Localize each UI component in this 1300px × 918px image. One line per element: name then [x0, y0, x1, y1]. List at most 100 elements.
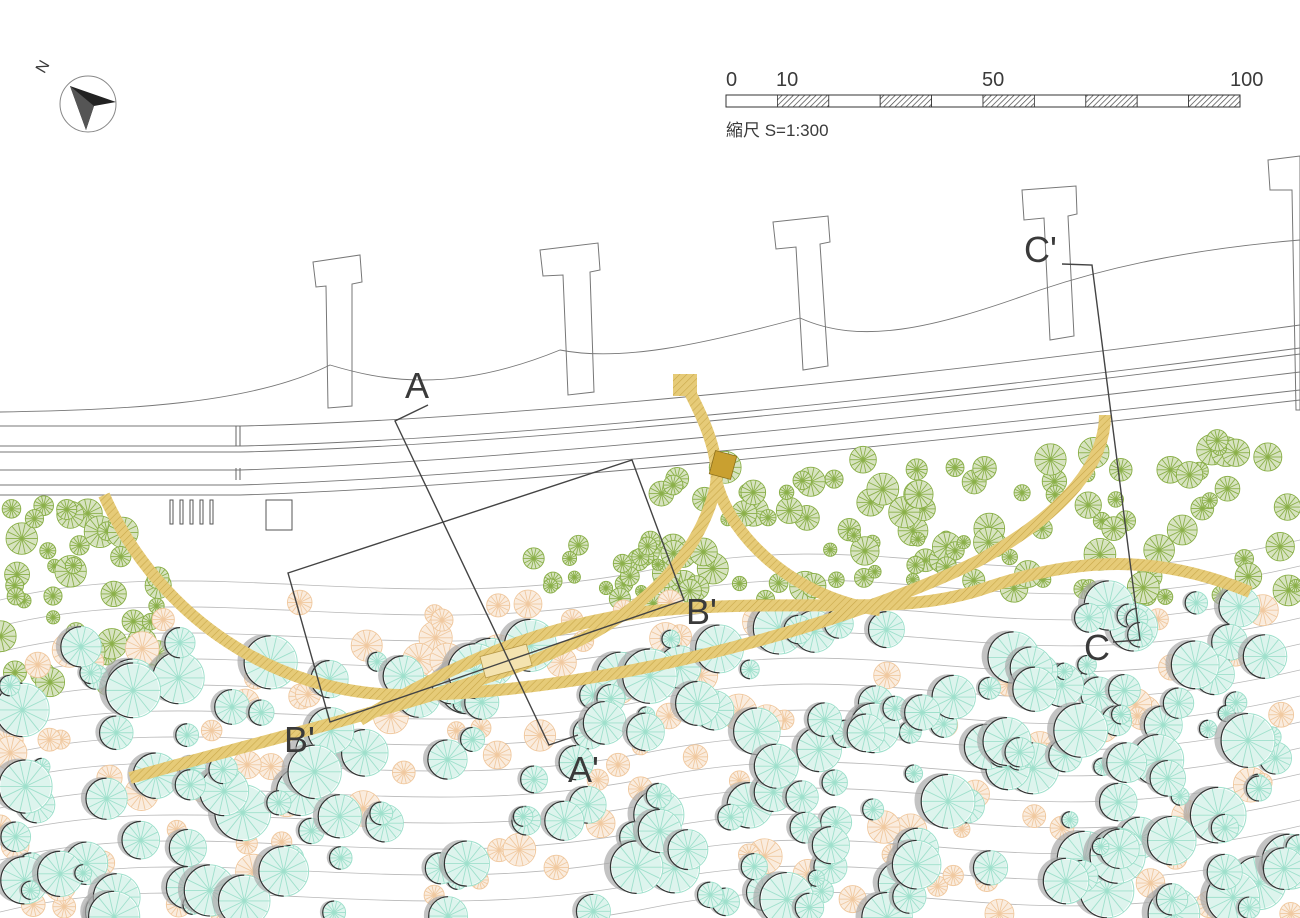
mint-tree [1207, 813, 1240, 843]
mint-tree [55, 625, 102, 668]
mint-tree [1145, 759, 1187, 797]
tan-tree [257, 753, 285, 781]
mint-tree [319, 900, 347, 918]
mint-tree [281, 743, 342, 800]
olive-tree [1013, 484, 1031, 502]
olive-tree [867, 564, 882, 579]
olive-tree [849, 445, 877, 474]
contour-line [0, 617, 1300, 679]
section-b-prime-label-left: B' [284, 719, 315, 760]
olive-tree [1166, 514, 1198, 546]
mint-tree [1094, 782, 1138, 822]
pier-3 [772, 215, 831, 371]
mint-tree [603, 839, 664, 894]
trees [0, 429, 1300, 918]
olive-tree [846, 528, 862, 543]
olive-tree [1273, 493, 1300, 521]
mint-tree [737, 852, 768, 881]
tan-tree [486, 593, 511, 618]
scale-segment [879, 94, 933, 108]
section-c-prime-label: C' [1024, 229, 1057, 270]
olive-tree [567, 570, 581, 584]
mint-tree [511, 806, 534, 827]
tan-tree [606, 752, 631, 777]
olive-tree [759, 509, 777, 527]
tan-tree [1279, 901, 1300, 918]
mint-tree [670, 680, 720, 726]
mint-tree [1152, 882, 1189, 916]
olive-tree [1214, 475, 1241, 502]
piers [312, 155, 1300, 411]
mint-tree [694, 881, 724, 909]
scale-tick-100: 100 [1230, 69, 1263, 91]
tan-tree [942, 864, 964, 887]
section-lines [287, 263, 1141, 746]
olive-tree [121, 609, 146, 634]
mint-tree [1202, 853, 1243, 891]
olive-tree [46, 610, 61, 625]
mint-tree [900, 694, 941, 731]
olive-tree [1, 499, 22, 519]
mint-tree [860, 798, 885, 821]
contour-line [585, 877, 1300, 918]
mint-tree [863, 610, 905, 649]
tan-tree [423, 884, 445, 906]
mint-tree [1075, 654, 1097, 675]
mint-tree [554, 744, 594, 781]
mint-tree [210, 688, 250, 725]
scale-tick-0: 0 [726, 69, 737, 91]
mint-tree [803, 702, 842, 738]
scale-segment [1136, 94, 1189, 108]
mint-tree [1258, 846, 1300, 891]
mint-tree [621, 712, 665, 752]
mint-tree [1141, 815, 1197, 866]
contour-line [0, 591, 1300, 653]
mint-tree [1235, 896, 1261, 918]
bollards [169, 499, 293, 531]
pier-2 [539, 242, 601, 396]
mint-tree [517, 765, 548, 794]
olive-tree [662, 474, 684, 496]
mint-tree [161, 626, 196, 659]
tan-tree [151, 608, 175, 632]
mint-tree [423, 895, 468, 918]
mint-tree [95, 715, 134, 751]
mint-tree [171, 769, 206, 801]
mint-tree [0, 821, 32, 853]
olive-tree [778, 484, 795, 501]
scale-segment [931, 94, 984, 108]
mint-tree [1059, 811, 1079, 829]
mint-tree [727, 706, 781, 756]
mint-tree [1007, 666, 1058, 712]
walkway-main-arc [98, 414, 1111, 702]
mint-tree [1070, 602, 1104, 633]
olive-tree [562, 551, 578, 566]
mint-tree [738, 659, 760, 680]
mint-tree [72, 864, 93, 883]
pavilion [708, 450, 738, 480]
olive-tree [1143, 534, 1175, 566]
mint-tree [663, 828, 709, 871]
mint-tree [80, 777, 128, 820]
olive-tree [823, 542, 838, 557]
olive-tree [651, 558, 664, 571]
olive-tree [1272, 574, 1300, 607]
olive-tree [1126, 571, 1160, 605]
tan-tree [1268, 701, 1295, 728]
olive-tree [906, 555, 925, 575]
mint-tree [117, 820, 161, 860]
olive-tree [1206, 429, 1229, 452]
olive-tree [100, 580, 127, 608]
olive-tree [1201, 492, 1218, 509]
olive-tree [522, 547, 545, 570]
tan-tree [125, 631, 160, 666]
olive-tree [1253, 442, 1283, 472]
scale-segment [1188, 94, 1241, 108]
mint-tree [31, 850, 84, 898]
mint-tree [1090, 837, 1110, 856]
olive-tree [731, 575, 748, 592]
olive-tree [5, 522, 38, 555]
tan-tree [873, 661, 901, 690]
